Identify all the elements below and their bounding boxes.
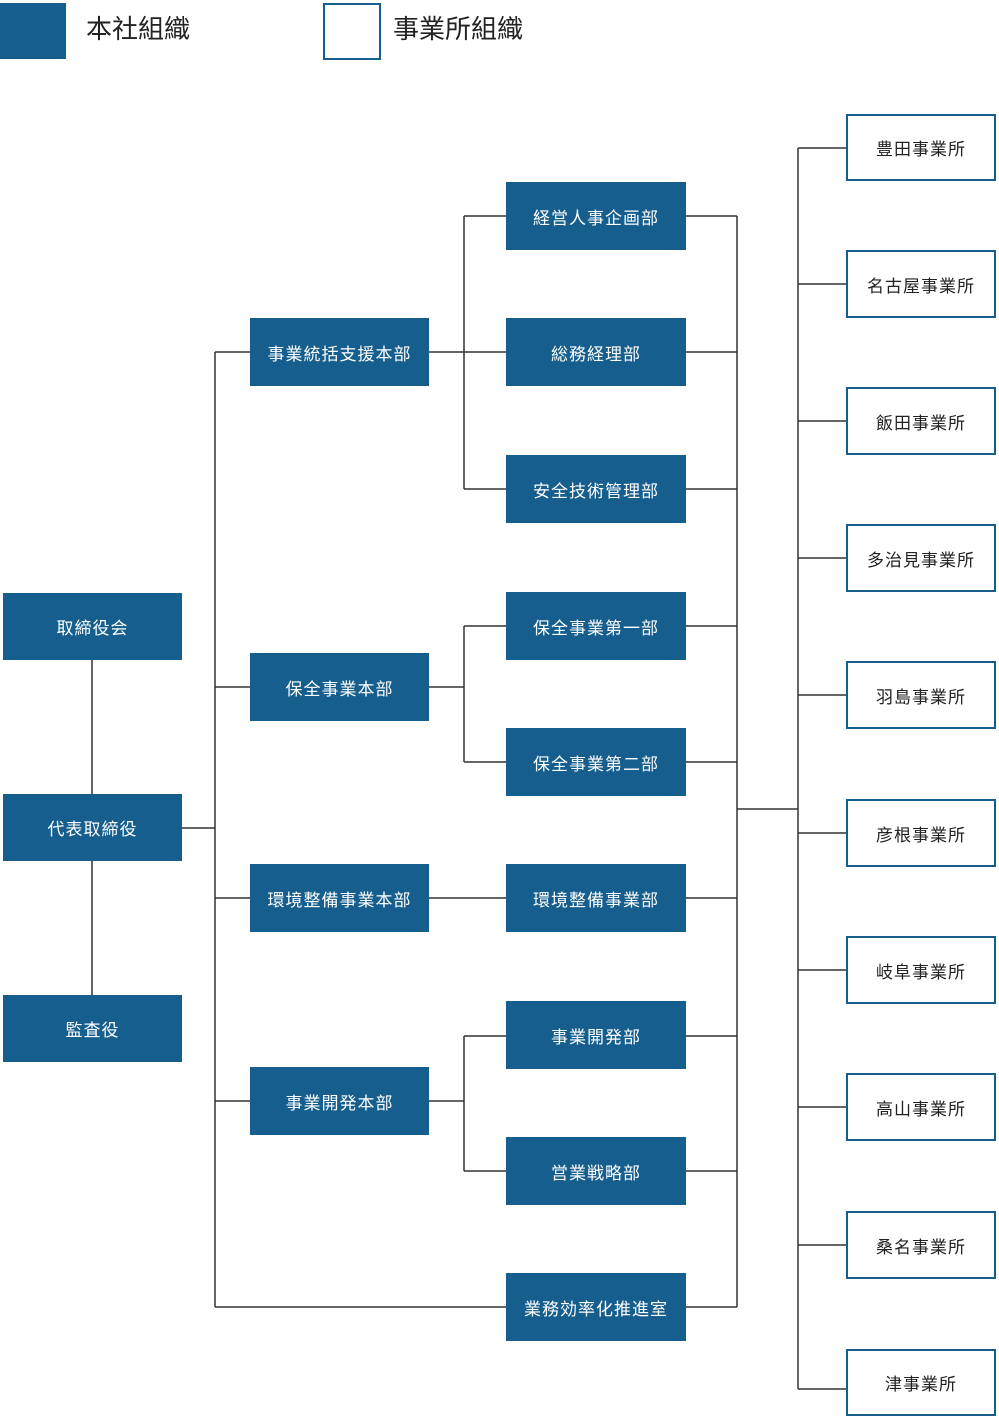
node-division-maintenance: 保全事業本部 bbox=[250, 653, 429, 721]
node-office-8: 高山事業所 bbox=[846, 1073, 996, 1141]
node-office-1: 豊田事業所 bbox=[846, 114, 996, 181]
node-division-development: 事業開発本部 bbox=[250, 1067, 429, 1135]
node-division-business-support: 事業統括支援本部 bbox=[250, 318, 429, 386]
node-office-2: 名古屋事業所 bbox=[846, 250, 996, 318]
node-office-5: 羽島事業所 bbox=[846, 661, 996, 729]
node-dept-general-affairs: 総務経理部 bbox=[506, 318, 686, 386]
node-dept-maintenance-2: 保全事業第二部 bbox=[506, 728, 686, 796]
node-office-10: 津事業所 bbox=[846, 1349, 996, 1416]
node-dept-maintenance-1: 保全事業第一部 bbox=[506, 592, 686, 660]
node-division-environment: 環境整備事業本部 bbox=[250, 864, 429, 932]
node-office-7: 岐阜事業所 bbox=[846, 936, 996, 1004]
node-dept-business-dev: 事業開発部 bbox=[506, 1001, 686, 1069]
node-dept-safety-tech: 安全技術管理部 bbox=[506, 455, 686, 523]
legend-hq-label: 本社組織 bbox=[86, 15, 191, 45]
node-auditor: 監査役 bbox=[3, 995, 182, 1062]
node-office-9: 桑名事業所 bbox=[846, 1211, 996, 1279]
legend-office-label: 事業所組織 bbox=[393, 15, 524, 45]
node-ceo: 代表取締役 bbox=[3, 794, 182, 861]
node-dept-sales-strategy: 営業戦略部 bbox=[506, 1137, 686, 1205]
node-office-6: 彦根事業所 bbox=[846, 799, 996, 867]
legend-office-swatch bbox=[323, 3, 381, 60]
node-office-4: 多治見事業所 bbox=[846, 524, 996, 592]
node-dept-hr-planning: 経営人事企画部 bbox=[506, 182, 686, 250]
legend-hq-swatch bbox=[0, 3, 66, 59]
node-board: 取締役会 bbox=[3, 593, 182, 660]
node-dept-environment: 環境整備事業部 bbox=[506, 864, 686, 932]
node-division-efficiency: 業務効率化推進室 bbox=[506, 1273, 686, 1341]
node-office-3: 飯田事業所 bbox=[846, 387, 996, 455]
